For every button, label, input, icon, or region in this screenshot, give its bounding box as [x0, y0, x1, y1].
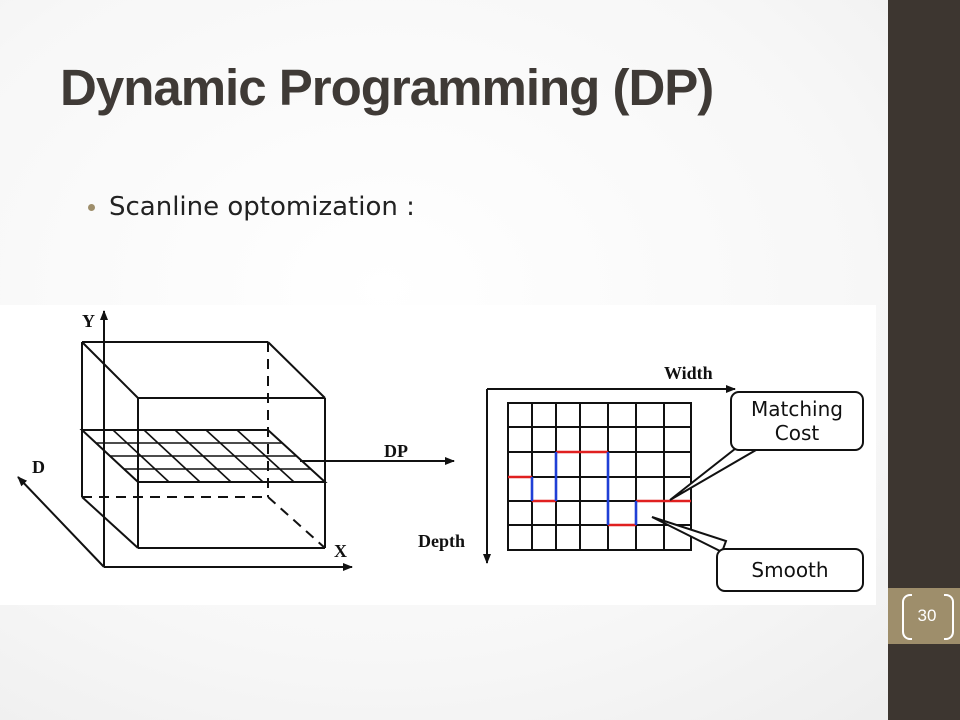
dp-grid	[507, 402, 692, 551]
y-axis-label: Y	[82, 311, 95, 331]
volume-diagram	[81, 341, 326, 549]
bullet-dot	[88, 203, 95, 211]
smooth-callout: Smooth	[716, 548, 864, 592]
scanline-grid	[79, 429, 328, 483]
scanline-figure: Y D X DP Width Depth	[0, 305, 876, 605]
bracket-right	[944, 594, 954, 640]
slide-title: Dynamic Programming (DP)	[60, 59, 714, 116]
width-axis-label: Width	[664, 363, 713, 383]
bullet-text: Scanline optomization :	[109, 192, 415, 222]
dp-axes	[483, 385, 736, 564]
depth-axis-label: Depth	[418, 531, 465, 551]
dp-path	[508, 450, 691, 527]
bracket-left	[902, 594, 912, 640]
volume-axes	[17, 310, 455, 571]
callout-pointers	[651, 443, 759, 554]
page-number: 30	[917, 606, 937, 625]
matching-cost-callout: Matching Cost	[730, 391, 864, 451]
bullet-item: Scanline optomization :	[88, 192, 415, 222]
x-axis-label: X	[334, 541, 347, 561]
dp-arrow-label: DP	[384, 441, 408, 461]
d-axis-label: D	[32, 457, 45, 477]
figure-svg: Y D X DP Width Depth	[17, 310, 759, 571]
